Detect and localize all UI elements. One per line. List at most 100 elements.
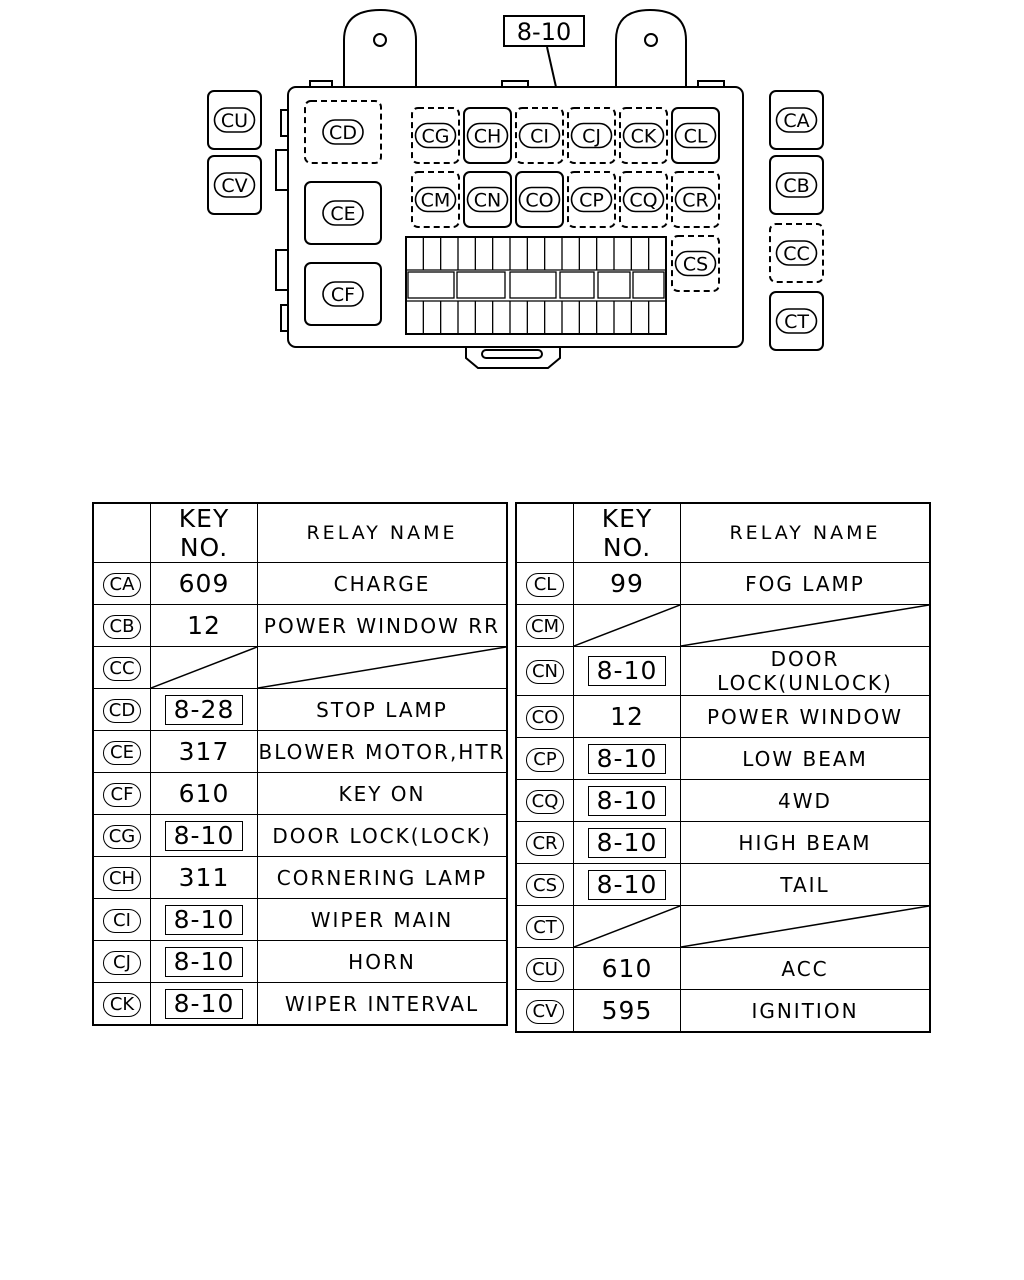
table-row: CS 8-10 TAIL [515, 863, 931, 906]
connector-label: CA [783, 110, 809, 132]
connector-code: CS [526, 873, 564, 898]
connector-cq: CQ [619, 171, 668, 228]
connector-code: CQ [526, 789, 564, 814]
connector-cf: CF [304, 262, 382, 326]
header-code [92, 502, 151, 563]
key-no-value: 12 [187, 611, 221, 640]
key-no-value: 12 [610, 702, 644, 731]
connector-label: CO [525, 190, 553, 212]
row-key-no: 311 [150, 856, 258, 899]
row-relay-name: TAIL [680, 863, 931, 906]
connector-label: CT [784, 311, 809, 333]
key-no-value: 8-10 [164, 988, 244, 1019]
connector-code: CB [103, 614, 141, 639]
connector-label: CF [331, 284, 355, 306]
key-no-value: 8-10 [164, 820, 244, 851]
row-key-no: 8-10 [573, 821, 681, 864]
row-code: CP [515, 737, 574, 780]
connector-label: CC [783, 243, 810, 265]
connector-code: CL [526, 572, 564, 597]
key-no-value: 99 [610, 569, 644, 598]
row-code: CR [515, 821, 574, 864]
row-key-no: 8-10 [573, 737, 681, 780]
row-relay-name: CHARGE [257, 562, 508, 605]
header-relay-name: RELAY NAME [680, 502, 931, 563]
connector-label: CD [329, 122, 357, 144]
connector-code: CA [103, 572, 141, 597]
header-code [515, 502, 574, 563]
row-key-no [573, 905, 681, 948]
connector-label: CE [330, 203, 355, 225]
key-no-value: 8-10 [587, 785, 667, 816]
connector-cv: CV [207, 155, 262, 215]
connector-cr: CR [671, 171, 720, 228]
empty-slash [151, 647, 257, 688]
row-relay-name: LOW BEAM [680, 737, 931, 780]
connector-label: CQ [629, 190, 657, 212]
row-code: CF [92, 772, 151, 815]
empty-slash [681, 605, 929, 646]
row-code: CT [515, 905, 574, 948]
empty-slash [574, 605, 680, 646]
key-no-value: 8-10 [587, 869, 667, 900]
row-key-no: 317 [150, 730, 258, 773]
row-relay-name: ACC [680, 947, 931, 990]
row-key-no: 8-10 [150, 814, 258, 857]
connector-code: CU [526, 957, 564, 982]
key-no-value: 610 [601, 954, 653, 983]
row-code: CA [92, 562, 151, 605]
connector-ct: CT [769, 291, 824, 351]
key-no-value: 8-10 [587, 827, 667, 858]
connector-cb: CB [769, 155, 824, 215]
row-key-no [573, 604, 681, 647]
row-key-no: 595 [573, 989, 681, 1033]
connector-cn: CN [463, 171, 512, 228]
row-key-no: 609 [150, 562, 258, 605]
key-no-value: 595 [601, 996, 653, 1025]
row-code: CU [515, 947, 574, 990]
table-row: CT [515, 905, 931, 948]
row-relay-name: DOOR LOCK(UNLOCK) [680, 646, 931, 696]
key-no-value: 8-10 [164, 904, 244, 935]
empty-slash [574, 906, 680, 947]
row-relay-name: DOOR LOCK(LOCK) [257, 814, 508, 857]
connector-cm: CM [411, 171, 460, 228]
connector-code: CJ [103, 950, 141, 975]
connector-label: CI [530, 126, 549, 148]
row-code: CN [515, 646, 574, 696]
row-key-no: 12 [150, 604, 258, 647]
connector-code: CN [526, 660, 564, 684]
header-key-no: KEY NO. [150, 502, 258, 563]
connector-label: CP [579, 190, 604, 212]
row-key-no: 610 [573, 947, 681, 990]
row-relay-name: WIPER INTERVAL [257, 982, 508, 1026]
table-row: CU 610 ACC [515, 947, 931, 990]
row-code: CQ [515, 779, 574, 822]
row-code: CD [92, 688, 151, 731]
ref-label: 8-10 [517, 18, 571, 46]
row-relay-name: STOP LAMP [257, 688, 508, 731]
row-relay-name: BLOWER MOTOR,HTR [257, 730, 508, 773]
connector-ce: CE [304, 181, 382, 245]
row-code: CM [515, 604, 574, 647]
row-key-no: 610 [150, 772, 258, 815]
row-key-no: 8-10 [573, 779, 681, 822]
connector-label: CU [221, 110, 248, 132]
header-key-no: KEY NO. [573, 502, 681, 563]
row-relay-name: KEY ON [257, 772, 508, 815]
row-code: CB [92, 604, 151, 647]
row-key-no: 8-10 [150, 982, 258, 1026]
key-no-value: 311 [178, 863, 230, 892]
connector-cu: CU [207, 90, 262, 150]
row-key-no: 8-10 [573, 863, 681, 906]
row-key-no [150, 646, 258, 689]
